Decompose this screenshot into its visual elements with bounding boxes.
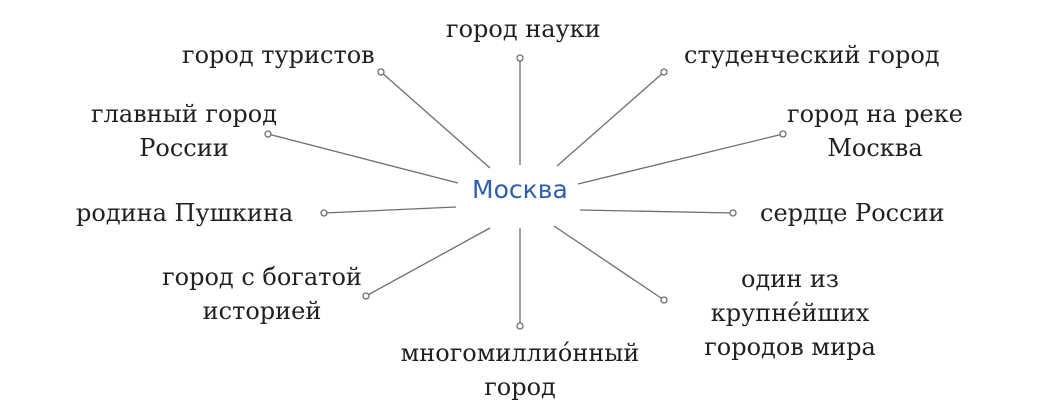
node-heart-text: сердце России <box>760 199 945 227</box>
node-heart: сердце России <box>760 196 945 230</box>
node-history-line2: историей <box>202 297 322 325</box>
node-pushkin: родина Пушкина <box>76 196 293 230</box>
node-river-line1: город на реке <box>787 100 963 128</box>
connector-heart <box>579 209 734 214</box>
endpoint-million <box>516 322 524 330</box>
node-million-line1: многомиллио́нный <box>400 339 640 367</box>
node-students: студенческий город <box>684 38 940 72</box>
node-river-line2: Москва <box>827 134 923 162</box>
node-science-text: город науки <box>446 15 601 43</box>
node-largest: один из крупне́йших городов мира <box>690 262 890 364</box>
node-tourists: город туристов <box>182 38 375 72</box>
node-history-line1: город с богатой <box>162 263 362 291</box>
node-capital-line2: России <box>139 134 229 162</box>
endpoint-students <box>660 68 668 76</box>
endpoint-river <box>779 130 787 138</box>
connector-capital <box>267 133 459 184</box>
connector-history <box>365 227 491 297</box>
endpoint-heart <box>729 209 737 217</box>
node-million-line2: город <box>484 373 556 401</box>
node-pushkin-text: родина Пушкина <box>76 199 294 227</box>
endpoint-largest <box>660 296 668 304</box>
endpoint-capital <box>264 130 272 138</box>
connector-river <box>577 133 784 185</box>
node-capital-line1: главный город <box>91 100 277 128</box>
node-largest-line3: городов мира <box>704 333 876 361</box>
node-tourists-text: город туристов <box>182 41 375 69</box>
connector-largest <box>553 225 665 301</box>
endpoint-history <box>362 292 370 300</box>
node-river: город на реке Москва <box>780 97 970 165</box>
node-capital: главный город России <box>68 97 300 165</box>
node-science: город науки <box>446 12 601 46</box>
connector-pushkin <box>323 206 457 214</box>
node-history: город с богатой историей <box>150 260 374 328</box>
endpoint-tourists <box>377 68 385 76</box>
center-node-label: Москва <box>472 175 568 204</box>
connector-tourists <box>380 71 491 169</box>
node-million: многомиллио́нный город <box>398 336 642 404</box>
endpoint-science <box>516 54 524 62</box>
node-largest-line2: крупне́йших <box>710 299 870 327</box>
connector-students <box>556 71 665 167</box>
node-largest-line1: один из <box>741 265 839 293</box>
endpoint-pushkin <box>320 209 328 217</box>
node-students-text: студенческий город <box>684 41 940 69</box>
